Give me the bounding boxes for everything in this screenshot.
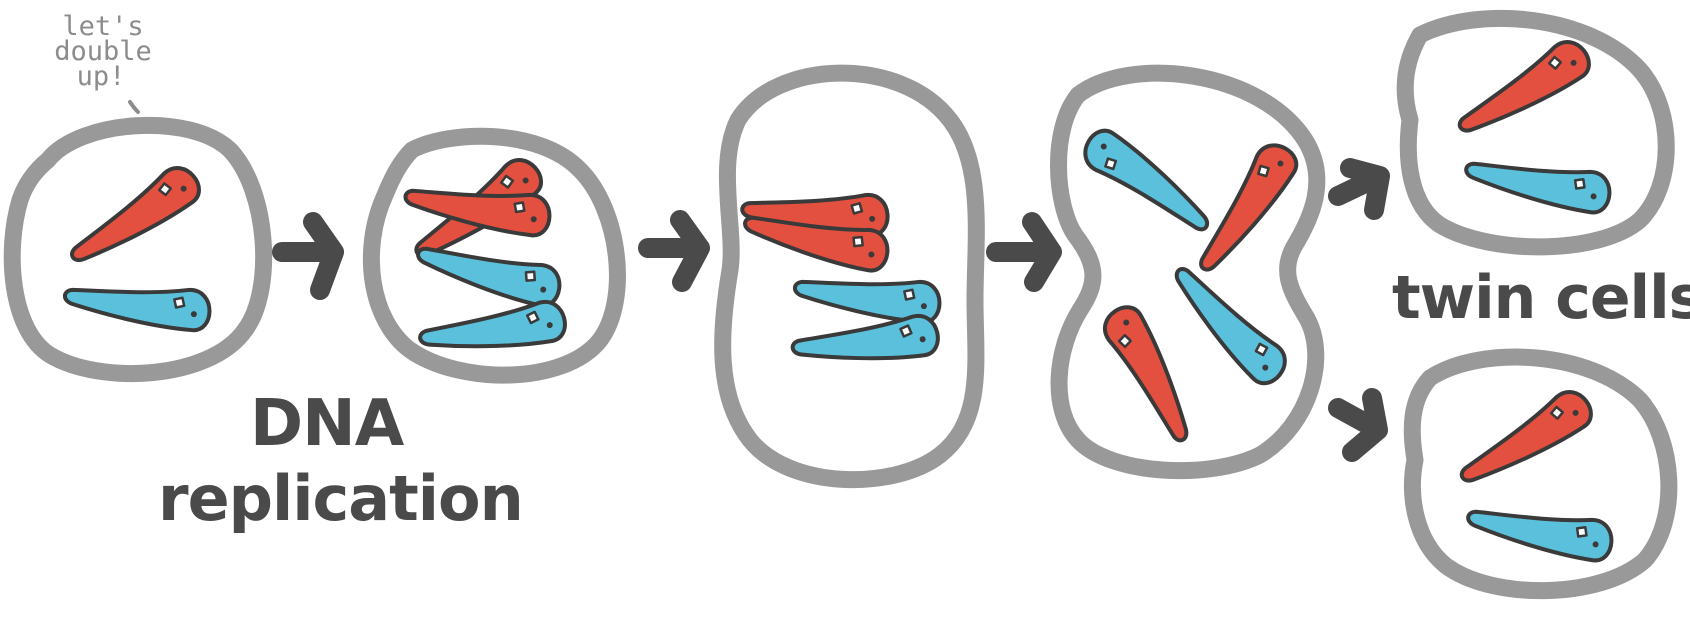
red-chromosome (1095, 298, 1211, 448)
blue-chromosome (1075, 122, 1225, 238)
cell-membrane (1050, 64, 1326, 480)
blue-chromosome (1156, 261, 1295, 392)
arrow-icon (1328, 158, 1390, 220)
cell-membrane (362, 127, 626, 384)
dna-label: DNA (250, 387, 404, 461)
cell-replicated (362, 127, 626, 384)
red-chromosome (1455, 34, 1596, 152)
replication-label: replication (158, 462, 524, 535)
red-chromosome (64, 158, 208, 284)
speech-bubble (128, 100, 140, 114)
blue-chromosome (64, 286, 210, 331)
cell-original (3, 116, 273, 382)
arrow-icon (272, 212, 344, 300)
speech-line-2: double (54, 36, 152, 67)
cell-elongated (714, 64, 985, 489)
speech-tail-mark (128, 100, 140, 114)
arrow-icon (1328, 388, 1388, 462)
cell-membrane (3, 116, 273, 382)
speech-line-1: let's (62, 11, 144, 42)
blue-chromosome (1463, 504, 1616, 564)
cell-membrane (1403, 348, 1678, 600)
arrow-icon (986, 212, 1062, 292)
arrow-icon (638, 210, 710, 292)
twin-cell-bottom (1403, 348, 1678, 600)
red-chromatid-pair (738, 194, 893, 275)
blue-chromosome (1461, 156, 1614, 216)
cell-dividing (1050, 64, 1326, 480)
speech-line-3: up! (76, 61, 126, 92)
speech-text: let's double up! (28, 11, 178, 90)
twin-cell-top (1396, 9, 1675, 256)
blue-chromatid-pair (410, 241, 571, 370)
cell-membrane (714, 64, 985, 489)
red-chromosome (1457, 384, 1598, 502)
cell-membrane (1396, 9, 1675, 256)
twin-cells-label: twin cells (1392, 263, 1690, 333)
blue-chromatid-pair (788, 278, 943, 380)
